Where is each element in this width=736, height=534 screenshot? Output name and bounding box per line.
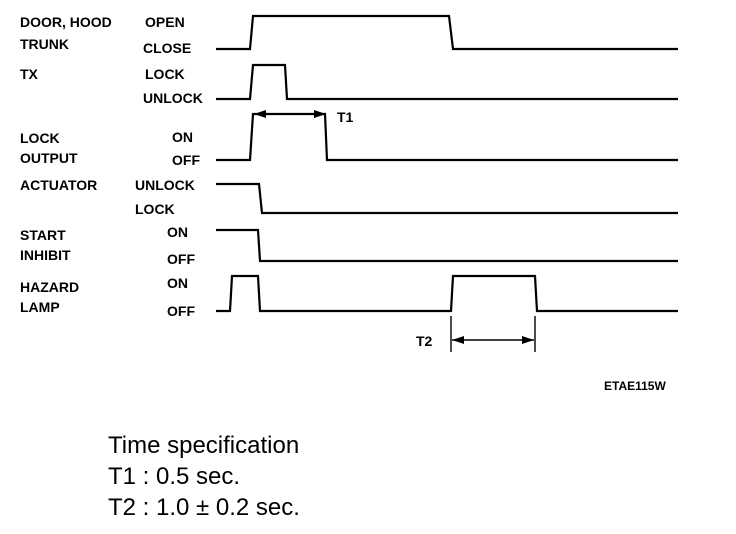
time-specification: Time specification T1 : 0.5 sec. T2 : 1.…	[108, 430, 300, 523]
spec-t1: T1 : 0.5 sec.	[108, 463, 241, 490]
spec-t2: T2 : 1.0 ± 0.2 sec.	[108, 494, 300, 521]
lock-output-low-label: OFF	[172, 152, 200, 168]
hazard-lamp-high-label: ON	[167, 275, 188, 291]
waveform-actuator	[216, 182, 678, 215]
actuator-high-label: UNLOCK	[135, 177, 195, 193]
signal-hazard-lamp-name-line1: HAZARD	[20, 279, 79, 295]
waveform-lock-output	[216, 112, 678, 162]
signal-actuator-name: ACTUATOR	[20, 177, 97, 193]
waveform-tx	[216, 63, 678, 101]
signal-lock-output-name-line2: OUTPUT	[20, 150, 78, 166]
waveform-hazard-lamp	[216, 274, 678, 313]
spec-title: Time specification	[108, 432, 300, 459]
signal-start-inhibit-name-line2: INHIBIT	[20, 247, 71, 263]
t1-left-arrowhead	[254, 110, 266, 118]
waveforms	[216, 14, 678, 313]
timing-diagram: DOOR, HOOD TRUNK TX LOCK OUTPUT ACTUATOR…	[20, 14, 678, 393]
signal-hazard-lamp-name-line2: LAMP	[20, 299, 60, 315]
t1-right-arrowhead	[314, 110, 326, 118]
signal-start-inhibit-name-line1: START	[20, 227, 66, 243]
tx-high-label: LOCK	[145, 66, 185, 82]
waveform-door-hood-trunk	[216, 14, 678, 51]
lock-output-high-label: ON	[172, 129, 193, 145]
state-labels: OPEN CLOSE LOCK UNLOCK ON OFF UNLOCK LOC…	[135, 14, 203, 319]
t2-right-arrowhead	[522, 336, 534, 344]
interval-t2: T2	[416, 316, 536, 352]
signal-door-hood-name-line2: TRUNK	[20, 36, 69, 52]
start-inhibit-high-label: ON	[167, 224, 188, 240]
figure-code: ETAE115W	[604, 379, 666, 393]
signal-tx-name: TX	[20, 66, 39, 82]
interval-t1: T1	[254, 109, 354, 125]
signal-names: DOOR, HOOD TRUNK TX LOCK OUTPUT ACTUATOR…	[20, 14, 112, 315]
t1-label: T1	[337, 109, 354, 125]
door-hood-high-label: OPEN	[145, 14, 185, 30]
actuator-low-label: LOCK	[135, 201, 175, 217]
door-hood-low-label: CLOSE	[143, 40, 191, 56]
tx-low-label: UNLOCK	[143, 90, 203, 106]
t2-left-arrowhead	[452, 336, 464, 344]
waveform-start-inhibit	[216, 228, 678, 263]
hazard-lamp-low-label: OFF	[167, 303, 195, 319]
start-inhibit-low-label: OFF	[167, 251, 195, 267]
signal-door-hood-name-line1: DOOR, HOOD	[20, 14, 112, 30]
t2-label: T2	[416, 333, 433, 349]
signal-lock-output-name-line1: LOCK	[20, 130, 60, 146]
